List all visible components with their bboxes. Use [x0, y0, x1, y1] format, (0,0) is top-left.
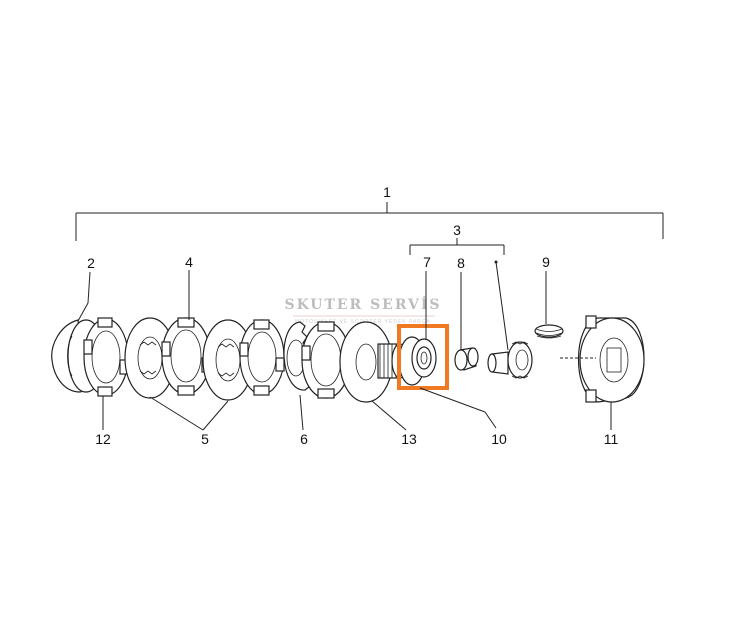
part-12-friction-plate — [83, 317, 129, 397]
part-4-friction-plate — [161, 317, 211, 396]
label-6: 6 — [300, 431, 308, 447]
assembly-bracket-3 — [409, 238, 505, 255]
label-2: 2 — [87, 255, 95, 271]
label-13: 13 — [401, 431, 417, 447]
watermark: SKUTER SERVİS MOTOSİKLET VE SCOOTER YEDE… — [284, 294, 441, 325]
label-5: 5 — [201, 431, 209, 447]
part-9-spring — [534, 324, 564, 339]
highlight-box-part-7 — [397, 324, 449, 390]
label-8: 8 — [457, 255, 465, 271]
label-3: 3 — [453, 222, 461, 238]
label-12: 12 — [95, 431, 111, 447]
label-11: 11 — [604, 431, 619, 447]
part-labels: 1 3 2 4 7 8 9 12 5 6 13 10 11 — [87, 184, 618, 447]
label-7: 7 — [423, 254, 431, 270]
part-11-housing — [560, 315, 645, 403]
part-shaft-gear — [487, 341, 533, 379]
part-friction-plate-middle — [239, 319, 285, 396]
label-4: 4 — [185, 254, 193, 270]
assembly-bracket-1 — [75, 202, 664, 241]
leader-lines — [77, 260, 612, 431]
watermark-title: SKUTER SERVİS — [284, 294, 441, 313]
part-8-bushing — [454, 347, 479, 371]
watermark-subtitle: MOTOSİKLET VE SCOOTER YEDEK PARÇA — [295, 318, 431, 325]
label-9: 9 — [542, 254, 550, 270]
part-7-bearing — [411, 338, 437, 378]
label-1: 1 — [383, 184, 391, 200]
label-10: 10 — [491, 431, 507, 447]
